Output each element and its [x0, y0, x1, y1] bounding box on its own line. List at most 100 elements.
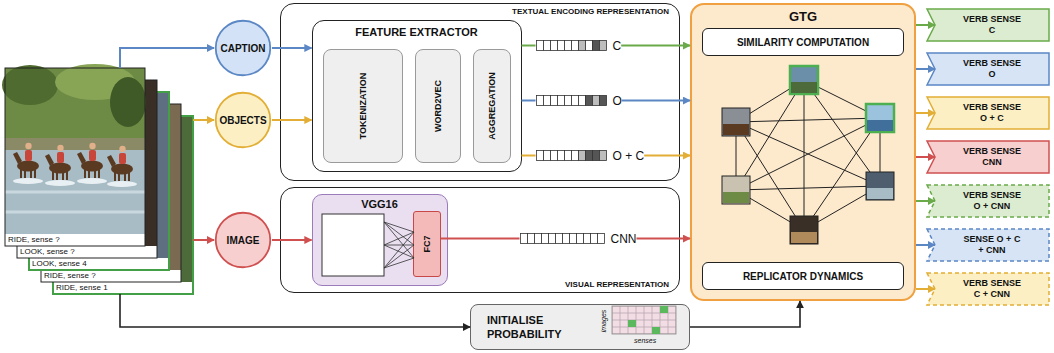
text-holder: FEATURE EXTRACTOR — [313, 26, 521, 38]
node-label: TOKENIZATION — [358, 73, 368, 140]
graph-picture-part — [867, 188, 893, 199]
node-label: SIMILARITY COMPUTATION — [737, 37, 869, 48]
image-stack-picture-part — [55, 64, 135, 100]
connector — [644, 155, 690, 157]
vector-cell — [520, 234, 527, 244]
text-holder: images — [593, 317, 616, 325]
node-label: TEXTUAL ENCODING REPRESENTATION — [512, 7, 669, 16]
image-stack-picture-part — [17, 80, 157, 246]
group-panel: TEXTUAL ENCODING REPRESENTATION FEATURE E… — [280, 3, 680, 181]
vector-cell — [541, 234, 548, 244]
connector — [272, 119, 312, 121]
node-label: O — [613, 94, 622, 108]
image-stack-picture-part — [41, 270, 181, 282]
vector-cell — [557, 41, 564, 51]
process-box: INITIALISE PROBABILITY — [470, 304, 690, 350]
vector-cell — [562, 234, 569, 244]
output-tag: VERB SENSE C — [926, 8, 1050, 42]
image-stack-picture-part — [45, 145, 75, 186]
graph-picture-part — [866, 104, 894, 132]
connector — [690, 301, 800, 327]
text-holder: VISUAL REPRESENTATION — [565, 280, 669, 289]
connector — [637, 238, 691, 240]
output-tag: VERB SENSE C + CNN — [926, 272, 1050, 306]
tag-shape — [927, 53, 1049, 85]
vector-cell — [583, 234, 590, 244]
module-box: FEATURE EXTRACTORTOKENIZATIONWORD2VECAGG… — [312, 20, 522, 172]
connector — [193, 119, 214, 121]
image-stack-picture-part — [110, 77, 146, 127]
group-panel: VISUAL REPRESENTATIONVGG16FC7CNN — [280, 187, 680, 293]
connector — [120, 48, 214, 68]
image-stack-picture-part — [5, 150, 145, 234]
connector — [916, 156, 935, 158]
node-label: SENSE O + C + CNN — [961, 234, 1023, 256]
image-stack-picture-part — [17, 80, 157, 258]
vector-cell — [555, 234, 562, 244]
image-stack-picture-part — [5, 234, 145, 246]
process-box: REPLICATOR DYNAMICS — [702, 262, 904, 290]
image-stack-picture-part — [29, 92, 169, 270]
network-icon-part — [384, 222, 414, 268]
connector — [916, 24, 935, 26]
vector-cell — [578, 151, 585, 161]
vector-bar — [520, 233, 605, 244]
image-stack-picture-part — [41, 104, 181, 282]
connector — [916, 288, 935, 290]
text-holder: LOOK, sense 4 — [32, 258, 87, 270]
connector — [441, 238, 520, 240]
graph-picture-part — [736, 80, 880, 230]
node-label: VGG16 — [313, 198, 447, 210]
node-label: VISUAL REPRESENTATION — [565, 280, 669, 289]
circle-shape — [216, 213, 271, 268]
image-stack-picture-part — [5, 138, 145, 152]
node-label: VERB SENSE O + C — [961, 102, 1023, 124]
probability-matrix-part — [628, 320, 636, 327]
node-label: O + C — [613, 149, 645, 163]
tag-shape — [927, 229, 1049, 261]
vector-cell — [536, 41, 543, 51]
connector — [522, 100, 536, 102]
image-stack-picture-part — [53, 116, 193, 294]
network-icon-part — [322, 214, 384, 276]
graph-picture-part — [791, 232, 817, 243]
vector-cell — [543, 96, 550, 106]
output-tag: VERB SENSE CNN — [926, 140, 1050, 174]
image-stack-picture-part — [5, 192, 145, 212]
vector-cell — [564, 41, 571, 51]
feature-vector: O — [536, 94, 622, 108]
module-box: VGG16FC7 — [312, 194, 448, 286]
output-tag: VERB SENSE O + CNN — [926, 184, 1050, 218]
node-label: RIDE, sense ? — [44, 270, 96, 282]
axis-label: senses — [634, 337, 656, 345]
image-stack: RIDE, sense ?LOOK, sense ?LOOK, sense 4R… — [5, 68, 193, 294]
connector — [272, 239, 312, 241]
image-stack-picture — [2, 64, 193, 294]
output-tag: SENSE O + C + CNN — [926, 228, 1050, 262]
node-label: C — [613, 39, 622, 53]
image-stack-picture-part — [17, 246, 157, 258]
connector — [622, 100, 690, 102]
network-icon — [322, 214, 414, 276]
tag-outline — [926, 8, 1050, 42]
node-label: GTG — [692, 9, 914, 24]
input-circle: IMAGE — [214, 211, 272, 269]
node-label: VERB SENSE O + CNN — [961, 190, 1023, 212]
vector-cell — [571, 151, 578, 161]
node-label: FC7 — [422, 235, 432, 252]
image-stack-picture-part — [29, 92, 169, 258]
connector — [916, 112, 935, 114]
connector — [522, 155, 536, 157]
connector — [916, 244, 935, 246]
node-label: VERB SENSE C + CNN — [961, 278, 1023, 300]
feature-vector: O + C — [536, 149, 645, 163]
tag-shape — [927, 9, 1049, 41]
connector — [193, 239, 214, 241]
vector-cell — [557, 96, 564, 106]
node-label: IMAGE — [227, 235, 260, 246]
vector-cell — [536, 151, 543, 161]
text-holder: RIDE, sense 1 — [56, 282, 108, 294]
graph-picture-part — [723, 192, 749, 203]
layer-box: FC7 — [413, 211, 441, 277]
vector-cell — [548, 234, 555, 244]
